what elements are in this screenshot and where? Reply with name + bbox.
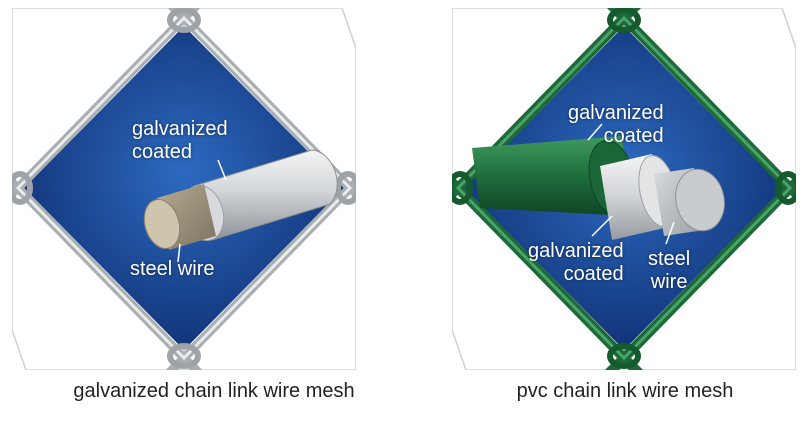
label-pointers: [177, 159, 227, 263]
mesh-joints: [12, 8, 356, 369]
outer-coating-label: galvanized coated: [568, 102, 664, 148]
wire-cross-section: [143, 149, 338, 250]
inner-coating-label-line1: galvanized: [528, 240, 624, 262]
core-label: steel wire: [130, 258, 215, 280]
pvc-mesh-drawing: [452, 8, 796, 370]
coating-label-line1: galvanized: [132, 118, 228, 140]
outer-coating-label-line1: galvanized: [568, 102, 664, 124]
core-label: steel wire: [648, 248, 690, 294]
label-pointers: [587, 123, 675, 245]
coating-label-line2: coated: [132, 141, 193, 163]
wire-cross-section: [472, 136, 725, 240]
mesh-joints: [452, 8, 796, 369]
blue-diamond-background: [24, 26, 344, 350]
galvanized-mesh-drawing: [12, 8, 356, 370]
core-label-line2: wire: [650, 271, 688, 293]
pvc-caption: pvc chain link wire mesh: [516, 380, 734, 402]
galvanized-caption: galvanized chain link wire mesh: [73, 380, 355, 402]
inner-coating-label: galvanized coated: [528, 240, 624, 286]
galvanized-mesh-illustration: galvanized coated steel wire: [12, 8, 356, 370]
core-label-line1: steel: [648, 248, 691, 270]
coating-label: galvanized coated: [132, 118, 228, 164]
pvc-mesh-illustration: galvanized coated galvanized coated stee…: [452, 8, 796, 370]
outer-coating-label-line2: coated: [603, 125, 664, 147]
inner-coating-label-line2: coated: [563, 263, 624, 285]
